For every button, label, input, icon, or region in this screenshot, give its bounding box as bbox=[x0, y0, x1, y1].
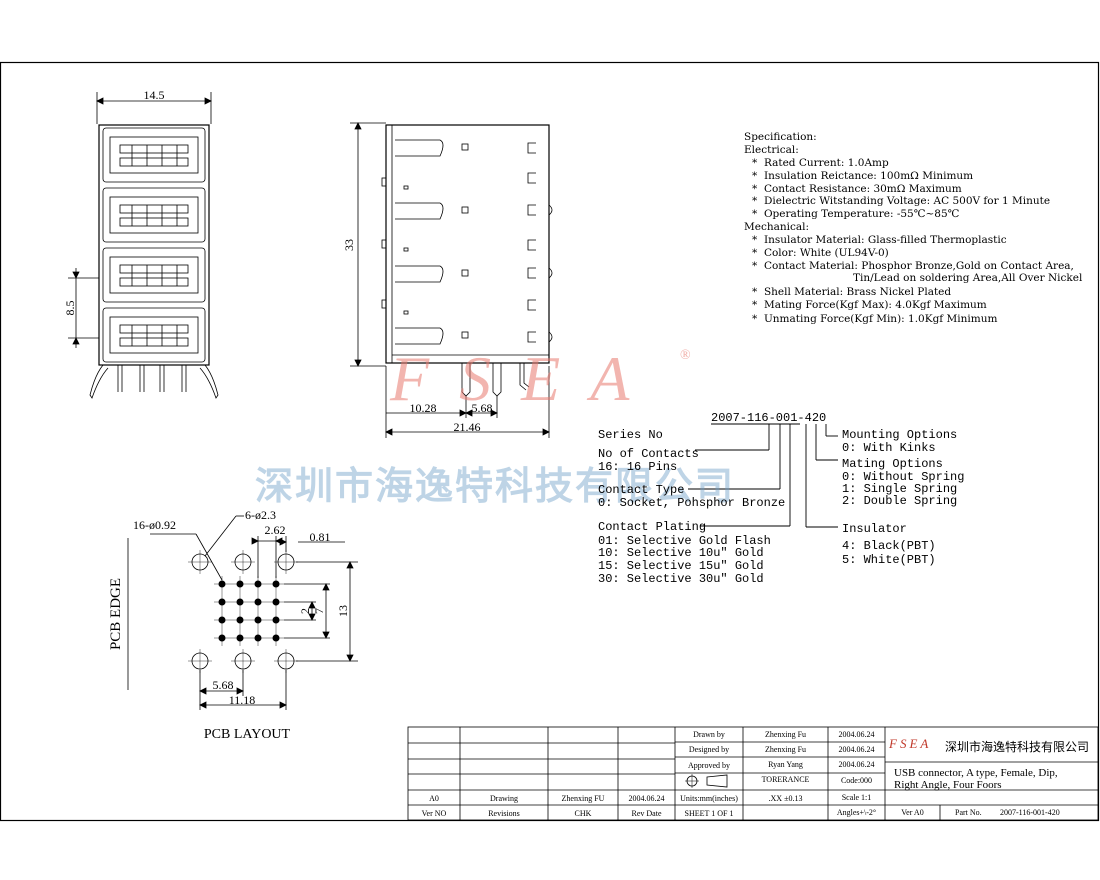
spec-item: * Operating Temperature: -55℃~85℃ bbox=[752, 208, 960, 220]
spec-item: * Insulator Material: Glass-filled Therm… bbox=[752, 234, 1007, 246]
insulator-option: 5: White(PBT) bbox=[842, 553, 936, 567]
contact-type-value: 0: Socket, Pohsphor Bronze bbox=[598, 496, 786, 510]
pin-grid bbox=[218, 580, 280, 642]
usb-port bbox=[102, 187, 206, 243]
series-label: Series No bbox=[598, 428, 663, 442]
version: Ver A0 bbox=[901, 808, 924, 817]
drawn-date: 2004.06.24 bbox=[838, 730, 875, 739]
pcb-layout-title: PCB LAYOUT bbox=[204, 727, 291, 742]
plating-option: 01: Selective Gold Flash bbox=[598, 534, 771, 548]
front-view: 14.5 8.5 bbox=[63, 88, 219, 399]
approved-by-label: Approved by bbox=[688, 761, 730, 770]
plating-option: 10: Selective 10u" Gold bbox=[598, 546, 764, 560]
mechanical-heading: Mechanical: bbox=[744, 221, 810, 233]
spec-item-continued: Tin/Lead on soldering Area,All Over Nick… bbox=[853, 272, 1083, 284]
spec-item: * Rated Current: 1.0Amp bbox=[752, 157, 889, 169]
designed-by: Zhenxing Fu bbox=[764, 745, 807, 754]
dim-568: 5.68 bbox=[213, 678, 234, 692]
rev-type: Drawing bbox=[490, 794, 518, 803]
header-rev-date: Rev Date bbox=[631, 809, 662, 818]
plating-option: 15: Selective 15u" Gold bbox=[598, 559, 764, 573]
part-no-label: Part No. bbox=[955, 808, 982, 817]
part-no: 2007-116-001-420 bbox=[1000, 808, 1060, 817]
dim-13: 13 bbox=[336, 605, 350, 617]
mating-option: 1: Single Spring bbox=[842, 482, 958, 496]
rev-by: Zhenxing FU bbox=[561, 794, 605, 803]
drawn-by-label: Drawn by bbox=[693, 730, 725, 739]
usb-port bbox=[102, 127, 206, 183]
side-height-dim: 33 bbox=[342, 239, 356, 251]
spec-item: * Shell Material: Brass Nickel Plated bbox=[752, 286, 952, 298]
scale: Scale 1:1 bbox=[841, 793, 872, 802]
tolerance-value: .XX ±0.13 bbox=[768, 794, 803, 803]
mounting-label: Mounting Options bbox=[842, 428, 958, 442]
part-number-code: 2007-116-001-420 bbox=[711, 411, 827, 425]
registered-mark: ® bbox=[680, 348, 691, 363]
spec-heading: Specification: bbox=[744, 131, 817, 143]
rev-date: 2004.06.24 bbox=[628, 794, 665, 803]
spec-item: * Contact Material: Phosphor Bronze,Gold… bbox=[752, 260, 1074, 272]
pcb-edge-label: PCB EDGE bbox=[108, 578, 124, 650]
contacts-label: No of Contacts bbox=[598, 447, 699, 461]
spec-item: * Unmating Force(Kgf Min): 1.0Kgf Minimu… bbox=[752, 313, 998, 325]
spec-item: * Mating Force(Kgf Max): 4.0Kgf Maximum bbox=[752, 299, 987, 311]
mating-option: 2: Double Spring bbox=[842, 494, 958, 508]
approved-by: Ryan Yang bbox=[768, 760, 803, 769]
spec-item: * Dielectric Witstanding Voltage: AC 500… bbox=[752, 195, 1051, 207]
designed-by-label: Designed by bbox=[688, 745, 730, 754]
spec-item: * Color: White (UL94V-0) bbox=[752, 247, 889, 259]
dim-2: 2 bbox=[298, 608, 312, 614]
rev-ver: A0 bbox=[429, 794, 439, 803]
drawing-code: Code:000 bbox=[840, 776, 873, 785]
plating-option: 30: Selective 30u" Gold bbox=[598, 572, 764, 586]
dim-7: 7 bbox=[312, 608, 326, 614]
title-block bbox=[407, 726, 1099, 821]
dim-262: 2.62 bbox=[265, 523, 286, 537]
approved-date: 2004.06.24 bbox=[838, 760, 875, 769]
front-width-dim: 14.5 bbox=[144, 88, 165, 102]
insulator-label: Insulator bbox=[842, 522, 907, 536]
contact-type-label: Contact Type bbox=[598, 483, 685, 497]
plating-label: Contact Plating bbox=[598, 520, 707, 534]
front-pitch-dim: 8.5 bbox=[63, 301, 77, 316]
drawn-by: Zhenxing Fu bbox=[764, 730, 807, 739]
usb-port bbox=[102, 307, 206, 363]
spec-item: * Insulation Reictance: 100mΩ Minimum bbox=[752, 170, 974, 182]
designed-date: 2004.06.24 bbox=[838, 745, 875, 754]
drawing-border bbox=[0, 61, 1100, 822]
dim-081: 0.81 bbox=[310, 530, 331, 544]
description-line-2: Right Angle, Four Foors bbox=[894, 779, 1002, 791]
electrical-heading: Electrical: bbox=[744, 144, 799, 156]
dim-1118: 11.18 bbox=[229, 693, 256, 707]
mating-option: 0: Without Spring bbox=[842, 470, 965, 484]
side-dim-b: 5.68 bbox=[472, 401, 493, 415]
watermark-logo: FSEA bbox=[390, 343, 660, 414]
mating-label: Mating Options bbox=[842, 457, 943, 471]
contacts-value: 16: 16 Pins bbox=[598, 460, 678, 474]
side-view: 33 10.28 5.68 21.46 bbox=[342, 122, 553, 438]
units: Units:mm(inches) bbox=[680, 794, 738, 803]
watermark-company: 深圳市海逸特科技有限公司 bbox=[255, 463, 736, 508]
usb-port bbox=[102, 247, 206, 303]
spec-item: * Contact Resistance: 30mΩ Maximum bbox=[752, 183, 962, 195]
company-name: 深圳市海逸特科技有限公司 bbox=[945, 740, 1090, 754]
header-revisions: Revisions bbox=[488, 809, 520, 818]
mount-holes-label: 6-ø2.3 bbox=[245, 508, 276, 522]
header-chk: CHK bbox=[574, 809, 592, 818]
mounting-value: 0: With Kinks bbox=[842, 441, 936, 455]
angles: Angles+\-2° bbox=[836, 808, 877, 817]
header-ver: Ver NO bbox=[421, 809, 447, 818]
tolerance-label: TORERANCE bbox=[761, 775, 810, 784]
sheet: SHEET 1 OF 1 bbox=[684, 809, 734, 818]
part-number-leaders bbox=[688, 423, 838, 528]
company-logo: FSEA bbox=[889, 736, 932, 751]
side-depth-dim: 21.46 bbox=[454, 420, 481, 434]
description-line-1: USB connector, A type, Female, Dip, bbox=[894, 767, 1058, 779]
pcb-layout: PCB EDGE 16-ø0.92 6-ø2.3 2.62 0.8 bbox=[108, 508, 358, 742]
side-dim-a: 10.28 bbox=[410, 401, 437, 415]
insulator-option: 4: Black(PBT) bbox=[842, 539, 936, 553]
pin-holes-label: 16-ø0.92 bbox=[133, 518, 176, 532]
